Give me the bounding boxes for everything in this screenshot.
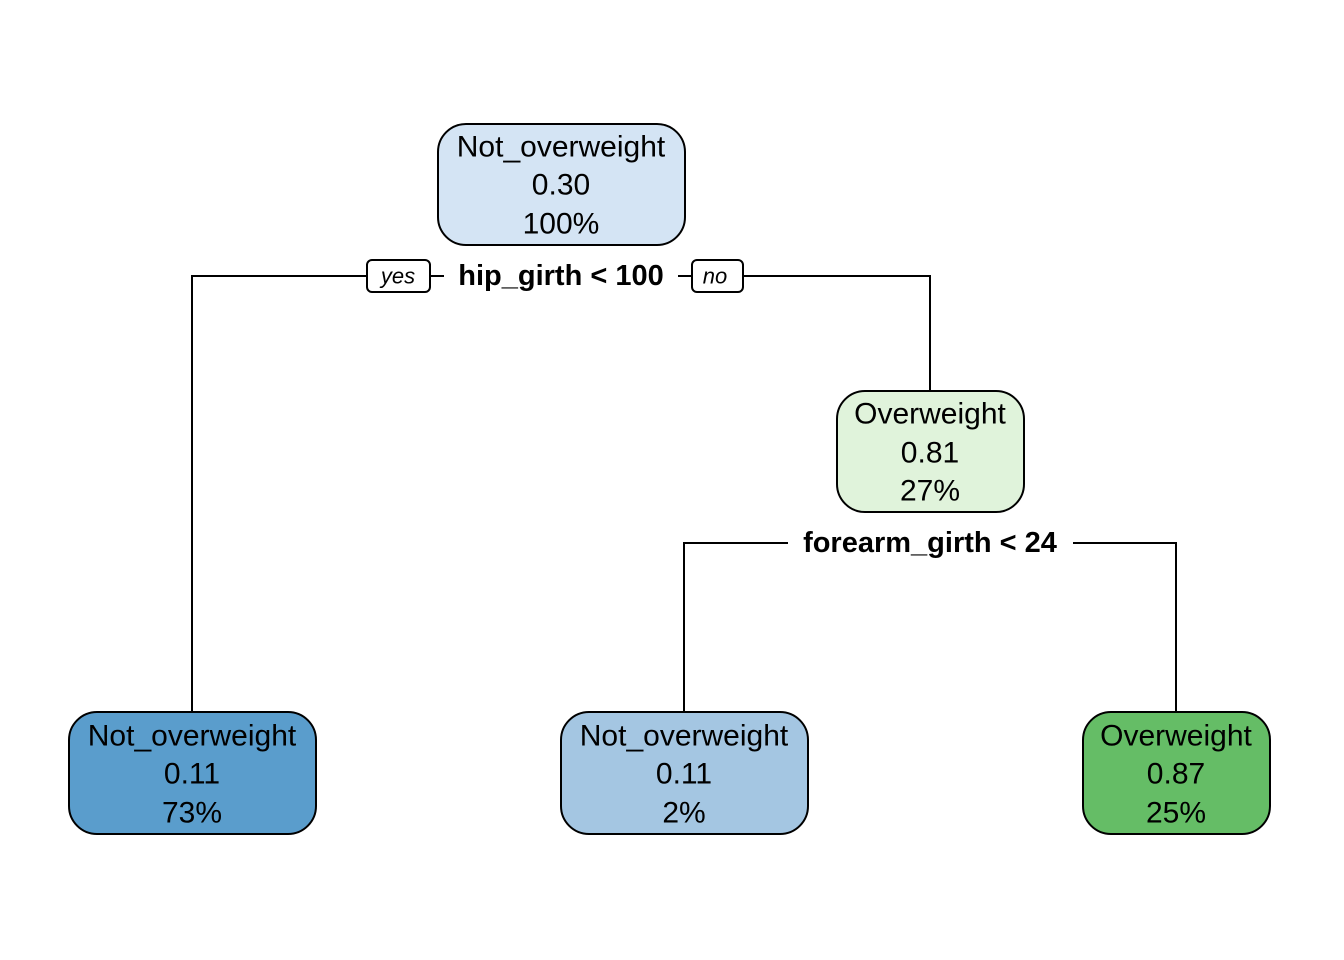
tree-leaf-right-box bbox=[1082, 711, 1271, 835]
tree-leaf-left-box bbox=[68, 711, 317, 835]
branch-label-no: no bbox=[691, 259, 744, 293]
branch-label-yes-text: yes bbox=[379, 264, 415, 289]
tree-leaf-right: Overweight 0.87 25% bbox=[1082, 711, 1271, 835]
split-label-right-internal: forearm_girth < 24 bbox=[803, 527, 1057, 559]
leaf-left-percent: 73% bbox=[162, 797, 222, 830]
node-root-percent: 100% bbox=[523, 208, 600, 241]
tree-leaf-mid-box bbox=[560, 711, 809, 835]
branch-label-no-text: no bbox=[703, 264, 727, 289]
edge-root-to-right-internal bbox=[743, 275, 931, 391]
leaf-mid-probability: 0.11 bbox=[656, 758, 712, 791]
tree-node-right-internal: Overweight 0.81 27% bbox=[836, 390, 1025, 513]
leaf-mid-class: Not_overweight bbox=[580, 720, 789, 753]
node-right-internal-percent: 27% bbox=[900, 475, 960, 508]
node-root-probability: 0.30 bbox=[532, 169, 590, 202]
leaf-left-probability: 0.11 bbox=[164, 758, 220, 791]
leaf-right-probability: 0.87 bbox=[1147, 758, 1205, 791]
node-right-internal-class: Overweight bbox=[854, 398, 1006, 431]
tree-node-root: Not_overweight 0.30 100% bbox=[437, 123, 686, 246]
tree-leaf-mid: Not_overweight 0.11 2% bbox=[560, 711, 809, 835]
edge-root-to-leaf-left bbox=[191, 275, 366, 711]
branch-label-yes: yes bbox=[366, 259, 431, 293]
leaf-right-percent: 25% bbox=[1146, 797, 1206, 830]
leaf-left-class: Not_overweight bbox=[88, 720, 297, 753]
leaf-mid-percent: 2% bbox=[662, 797, 705, 830]
node-root-class: Not_overweight bbox=[457, 131, 666, 164]
edge-right-internal-to-leaf-right bbox=[1073, 542, 1177, 711]
node-right-internal-probability: 0.81 bbox=[901, 437, 959, 470]
leaf-right-class: Overweight bbox=[1100, 720, 1252, 753]
split-label-root: hip_girth < 100 bbox=[458, 260, 663, 292]
tree-leaf-left: Not_overweight 0.11 73% bbox=[68, 711, 317, 835]
edge-right-internal-to-leaf-mid bbox=[683, 542, 788, 711]
tree-node-root-box bbox=[437, 123, 686, 246]
tree-node-right-internal-box bbox=[836, 390, 1025, 513]
